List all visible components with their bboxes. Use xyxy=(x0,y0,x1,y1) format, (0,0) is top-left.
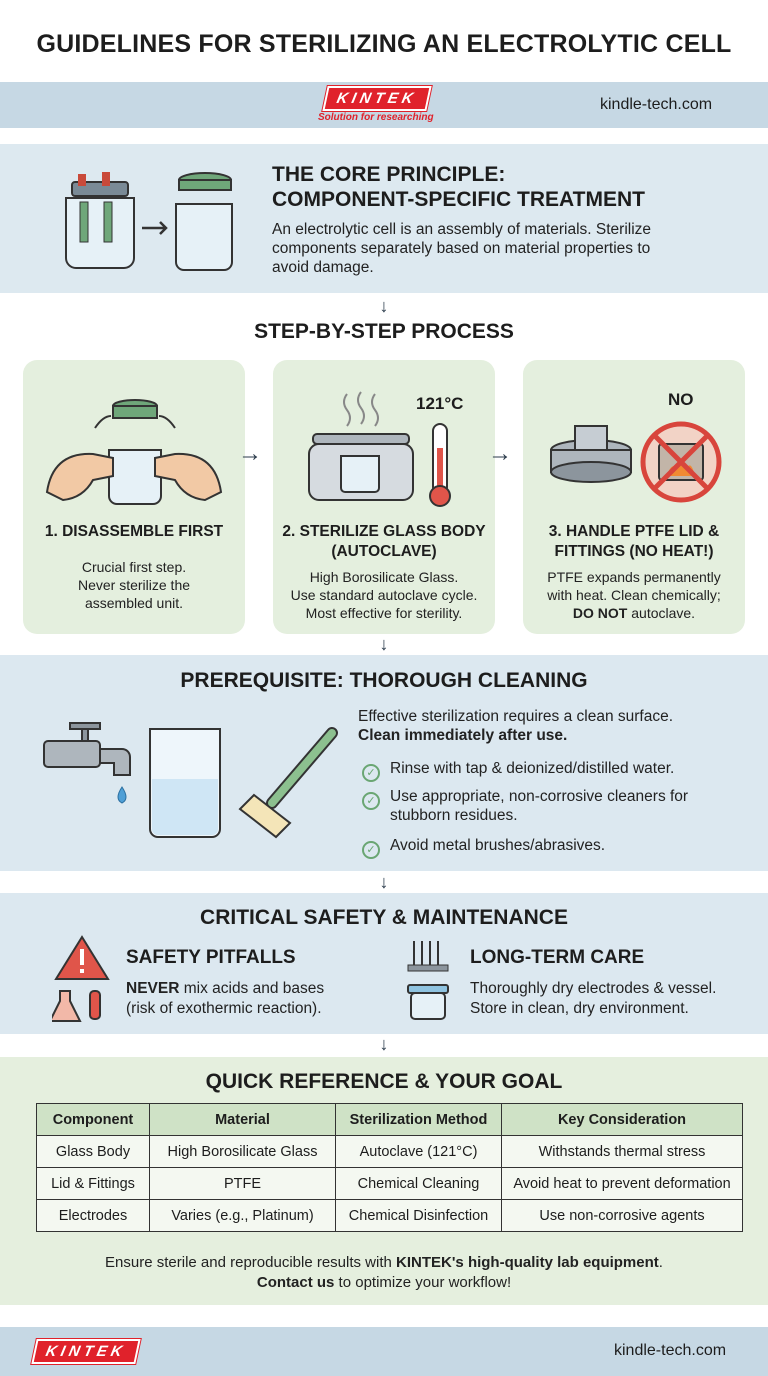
site-link[interactable]: kindle-tech.com xyxy=(614,1342,727,1359)
step1-line2: Never sterilize the xyxy=(77,577,191,593)
table-cell: Chemical Cleaning xyxy=(335,1167,502,1200)
step2-title-line1: 2. STERILIZE GLASS BODY xyxy=(282,523,486,540)
safety-pitfalls-line2: (risk of exothermic reaction). xyxy=(126,1000,322,1017)
core-text-line3: avoid damage. xyxy=(272,259,374,276)
check-item-cleaners: ✓Use appropriate, non-corrosive cleaners… xyxy=(362,787,688,810)
core-title-line2: COMPONENT-SPECIFIC TREATMENT xyxy=(272,188,645,211)
ptfe-lid-no-oven-icon xyxy=(550,421,722,503)
do-not-emphasis: DO NOT xyxy=(572,605,628,621)
check-icon: ✓ xyxy=(362,841,380,859)
step2-line3: Most effective for sterility. xyxy=(305,605,463,621)
long-term-care-title: LONG-TERM CARE xyxy=(470,947,645,968)
core-text-line1: An electrolytic cell is an assembly of m… xyxy=(272,221,652,238)
down-arrow-icon: ↓ xyxy=(379,634,389,654)
kintek-logo[interactable]: KINTEK xyxy=(31,1339,141,1364)
step2-line1: High Borosilicate Glass. xyxy=(309,569,459,585)
footer-band: KINTEK kindle-tech.com xyxy=(0,1327,768,1376)
check-item-brushes: ✓Avoid metal brushes/abrasives. xyxy=(362,836,605,859)
step-card-autoclave: 121°C 2. STERILIZE GLASS BODY (AUTOCLAVE… xyxy=(273,360,495,634)
check-item-rinse: ✓Rinse with tap & deionized/distilled wa… xyxy=(362,759,674,782)
cleaning-heading: PREREQUISITE: THOROUGH CLEANING xyxy=(180,669,588,692)
no-label: NO xyxy=(668,390,694,409)
column-header: Sterilization Method xyxy=(335,1103,502,1136)
check-icon: ✓ xyxy=(362,792,380,810)
step3-line1: PTFE expands permanently xyxy=(547,569,721,585)
kintek-logo[interactable]: KINTEK xyxy=(322,86,432,111)
step3-line3: DO NOT autoclave. xyxy=(572,605,696,621)
table-cell: Glass Body xyxy=(36,1135,150,1168)
rack-container-icons xyxy=(407,941,449,1020)
table-row: Lid & Fittings PTFE Chemical Cleaning Av… xyxy=(36,1167,743,1200)
core-title-line1: THE CORE PRINCIPLE: xyxy=(272,163,506,186)
table-row: Glass Body High Borosilicate Glass Autoc… xyxy=(36,1135,743,1168)
check-icon: ✓ xyxy=(362,764,380,782)
table-row: Electrodes Varies (e.g., Platinum) Chemi… xyxy=(36,1199,743,1232)
cleaning-intro-bold: Clean immediately after use. xyxy=(358,727,568,744)
quick-reference-section: QUICK REFERENCE & YOUR GOAL Component Ma… xyxy=(0,1057,768,1305)
table-header-row: Component Material Sterilization Method … xyxy=(36,1103,743,1136)
safety-section: CRITICAL SAFETY & MAINTENANCE SAFETY PIT… xyxy=(0,893,768,1034)
table-cell: Use non-corrosive agents xyxy=(501,1199,743,1232)
step3-line2: with heat. Clean chemically; xyxy=(547,587,721,603)
step2-title-line2: (AUTOCLAVE) xyxy=(331,543,437,560)
cleaning-intro: Effective sterilization requires a clean… xyxy=(358,708,674,725)
header-band: KINTEK Solution for researching kindle-t… xyxy=(0,82,768,128)
down-arrow-icon: ↓ xyxy=(379,1034,389,1054)
down-arrow-icon: ↓ xyxy=(379,872,389,892)
step2-line2: Use standard autoclave cycle. xyxy=(290,587,478,603)
steps-heading: STEP-BY-STEP PROCESS xyxy=(254,320,514,343)
logo-tagline: Solution for researching xyxy=(318,112,434,123)
site-link[interactable]: kindle-tech.com xyxy=(600,96,713,113)
column-header: Key Consideration xyxy=(501,1103,743,1136)
down-arrow-icon: ↓ xyxy=(379,296,389,316)
column-header: Component xyxy=(36,1103,150,1136)
reference-table: Component Material Sterilization Method … xyxy=(36,1103,743,1232)
check-item-cleaners-line2: stubborn residues. xyxy=(390,807,518,824)
warning-flask-icons xyxy=(52,935,110,1022)
contact-us-link[interactable]: Contact us xyxy=(256,1274,335,1291)
long-term-care-line1: Thoroughly dry electrodes & vessel. xyxy=(470,980,717,997)
table-cell: Withstands thermal stress xyxy=(501,1135,743,1168)
right-arrow-icon: → xyxy=(238,440,262,467)
safety-pitfalls-title: SAFETY PITFALLS xyxy=(126,947,296,968)
table-cell: Varies (e.g., Platinum) xyxy=(149,1199,336,1232)
cta-line1: Ensure sterile and reproducible results … xyxy=(105,1254,663,1271)
tap-beaker-brush-icons xyxy=(43,722,338,839)
table-cell: Lid & Fittings xyxy=(36,1167,150,1200)
safety-pitfalls-line1: NEVER mix acids and bases xyxy=(126,980,325,997)
reference-heading: QUICK REFERENCE & YOUR GOAL xyxy=(205,1070,563,1093)
core-text-line2: components separately based on material … xyxy=(272,240,651,257)
step3-title-line1: 3. HANDLE PTFE LID & xyxy=(548,523,720,540)
cleaning-section: PREREQUISITE: THOROUGH CLEANING Effectiv… xyxy=(0,655,768,871)
cta-line2: Contact us to optimize your workflow! xyxy=(256,1274,512,1291)
safety-heading: CRITICAL SAFETY & MAINTENANCE xyxy=(200,906,568,929)
column-header: Material xyxy=(149,1103,336,1136)
table-cell: Chemical Disinfection xyxy=(335,1199,502,1232)
table-cell: Electrodes xyxy=(36,1199,150,1232)
step-card-ptfe: NO 3. HANDLE PTFE LID & FITTINGS (NO HEA… xyxy=(523,360,745,634)
step1-title: 1. DISASSEMBLE FIRST xyxy=(44,523,224,540)
long-term-care-line2: Store in clean, dry environment. xyxy=(470,1000,689,1017)
step1-line3: assembled unit. xyxy=(84,595,184,611)
table-cell: Avoid heat to prevent deformation xyxy=(501,1167,743,1200)
autoclave-icon xyxy=(308,391,451,507)
page-title: GUIDELINES FOR STERILIZING AN ELECTROLYT… xyxy=(36,30,732,58)
cell-disassembly-icon xyxy=(65,172,233,271)
step3-title-line2: FITTINGS (NO HEAT!) xyxy=(554,543,714,560)
table-cell: High Borosilicate Glass xyxy=(149,1135,336,1168)
table-cell: Autoclave (121°C) xyxy=(335,1135,502,1168)
core-principle-section: THE CORE PRINCIPLE: COMPONENT-SPECIFIC T… xyxy=(0,144,768,293)
table-cell: PTFE xyxy=(149,1167,336,1200)
hands-disassembling-icon xyxy=(45,399,223,505)
right-arrow-icon: → xyxy=(488,440,512,467)
step1-line1: Crucial first step. xyxy=(81,559,187,575)
temperature-label: 121°C xyxy=(416,394,464,413)
step-card-disassemble: 1. DISASSEMBLE FIRST Crucial first step.… xyxy=(23,360,245,634)
